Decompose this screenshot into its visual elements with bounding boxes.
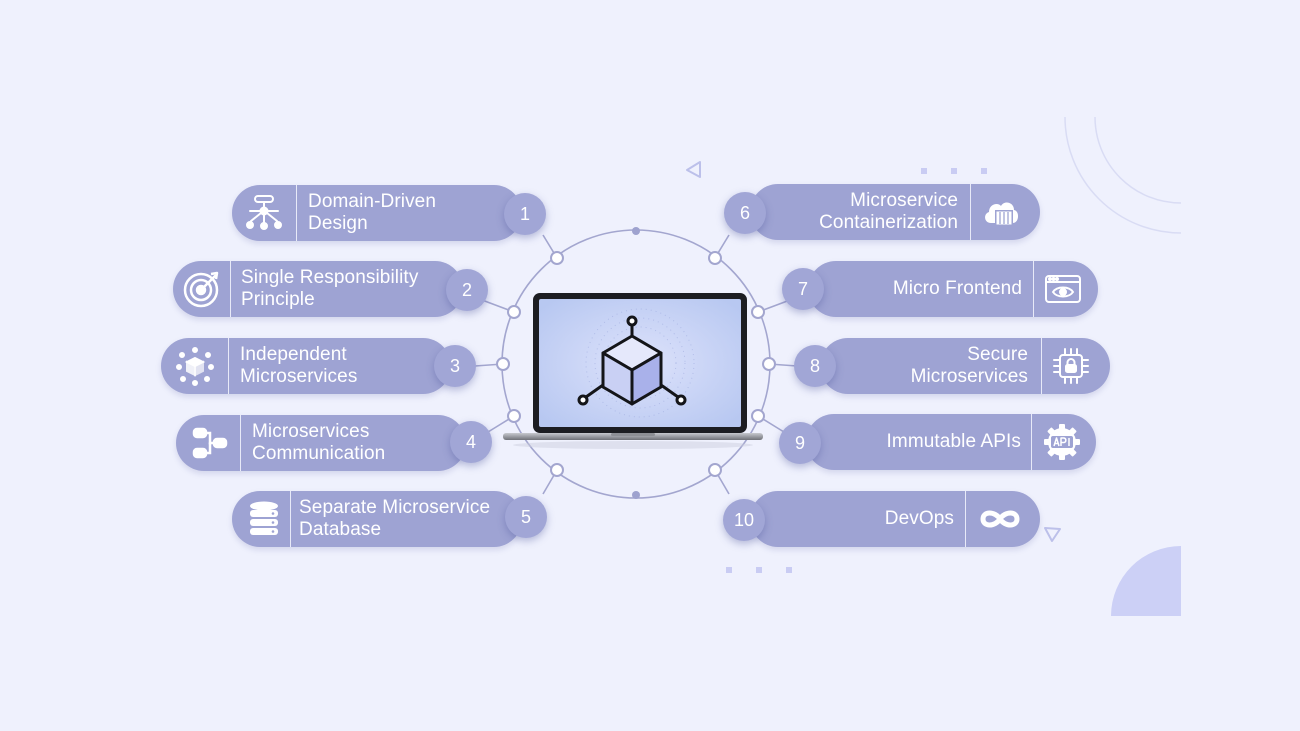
secure-chip-icon	[1051, 346, 1091, 386]
item-label: DevOps	[884, 508, 954, 529]
number-badge-10: 10	[723, 499, 765, 541]
item-label: Micro Frontend	[892, 278, 1022, 299]
cloud-container-icon	[981, 192, 1021, 232]
divider	[230, 261, 231, 317]
number-badge-5: 5	[505, 496, 547, 538]
divider	[1041, 338, 1042, 394]
divider	[965, 491, 966, 547]
independent-microservices-icon	[175, 346, 215, 386]
number-badge-1: 1	[504, 193, 546, 235]
item-micro-frontend: Micro Frontend	[808, 261, 1098, 317]
item-label: Immutable APIs	[886, 431, 1021, 452]
database-icon	[244, 499, 284, 539]
number-badge-2: 2	[446, 269, 488, 311]
divider	[240, 415, 241, 471]
divider	[970, 184, 971, 240]
item-immutable-apis: Immutable APIs	[806, 414, 1096, 470]
api-gear-icon	[1042, 422, 1082, 462]
communication-flow-icon	[190, 423, 230, 463]
cube-network-icon	[577, 315, 687, 406]
browser-eye-icon	[1043, 269, 1083, 309]
number-badge-7: 7	[782, 268, 824, 310]
domain-driven-design-icon	[244, 193, 284, 233]
divider	[228, 338, 229, 394]
number-badge-6: 6	[724, 192, 766, 234]
divider	[1031, 414, 1032, 470]
divider	[290, 491, 291, 547]
laptop	[503, 293, 763, 453]
number-badge-3: 3	[434, 345, 476, 387]
infinity-icon	[978, 499, 1020, 539]
number-badge-9: 9	[779, 422, 821, 464]
divider	[296, 185, 297, 241]
item-devops: DevOps	[750, 491, 1040, 547]
number-badge-4: 4	[450, 421, 492, 463]
number-badge-8: 8	[794, 345, 836, 387]
target-icon	[181, 269, 221, 309]
divider	[1033, 261, 1034, 317]
